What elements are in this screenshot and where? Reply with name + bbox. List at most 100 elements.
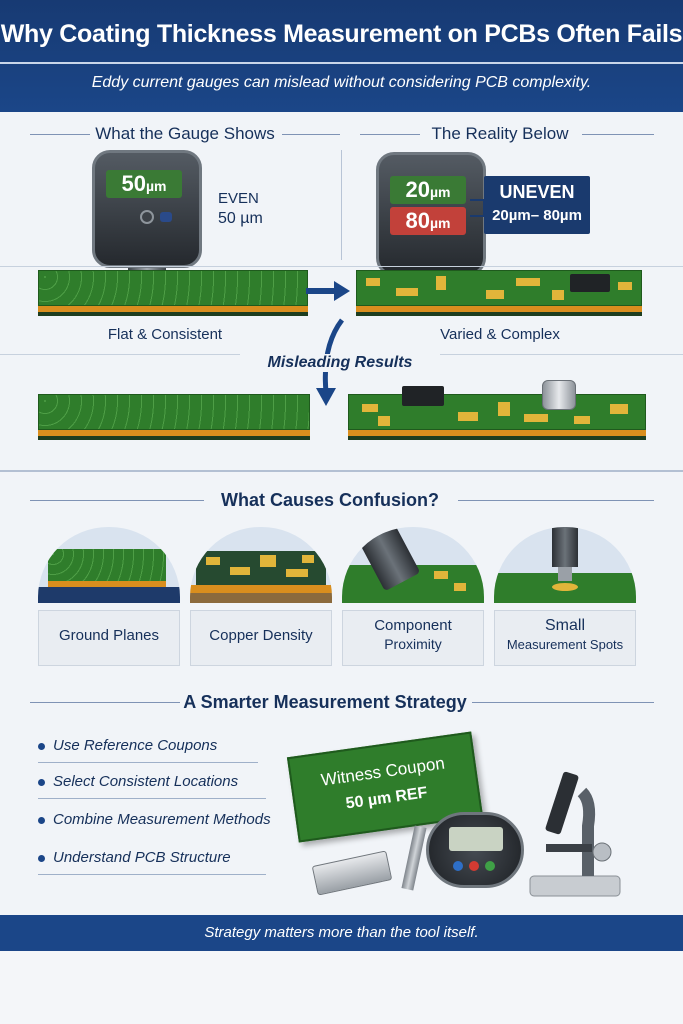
guide-line-top [0, 266, 683, 267]
copper-pad [610, 404, 628, 414]
heading-reality-below: The Reality Below [431, 124, 569, 143]
pcb-flat-board-lower [38, 394, 310, 446]
bullet-text: Understand PCB Structure [53, 849, 231, 866]
pcb-surface [348, 394, 646, 430]
probe-device-icon [311, 850, 393, 896]
caption-misleading: Misleading Results [240, 354, 440, 372]
bullet-divider [38, 798, 266, 799]
heading-what-gauge-shows: What the Gauge Shows [95, 124, 275, 143]
bullet-item: Use Reference Coupons [38, 737, 217, 754]
chip-icon [402, 386, 444, 406]
bullet-dot-icon [38, 778, 45, 786]
gauge-screen: 50µm [106, 170, 182, 201]
copper-pad [516, 278, 540, 286]
pcb-surface [38, 270, 308, 306]
pcb-copper-edge [348, 430, 646, 436]
copper-pad [362, 404, 378, 412]
cause-card-small-spots: Small Measurement Spots [494, 610, 636, 666]
gauge-icon-reality: 20µm 80µm [376, 152, 486, 316]
bullet-item: Combine Measurement Methods [38, 811, 271, 828]
pcb-base [348, 436, 646, 440]
bullet-item: Understand PCB Structure [38, 849, 231, 866]
bullet-dot-icon [38, 742, 45, 750]
label-uneven-line2: 20µm– 80µm [492, 207, 582, 224]
gauge-button [140, 210, 154, 224]
ground-plane-illustration [38, 527, 180, 603]
pcb-surface [38, 394, 310, 430]
copper-pad [436, 276, 446, 290]
rule-causes-b [458, 500, 654, 501]
gauge-button-blue [160, 212, 172, 222]
label-uneven: UNEVEN 20µm– 80µm [484, 176, 590, 234]
caption-flat: Flat & Consistent [107, 326, 223, 343]
label-uneven-line1: UNEVEN [499, 182, 575, 202]
capacitor-icon [542, 380, 576, 410]
rule-left-heading-a [30, 134, 90, 135]
rule-strategy-a [30, 702, 180, 703]
reading-value: 80 [405, 208, 430, 233]
cause-card-ground-planes: Ground Planes [38, 610, 180, 666]
header-divider [0, 62, 683, 64]
gauge-reading-even: 50µm [106, 170, 182, 198]
reading-value: 50 [121, 171, 146, 196]
pcb-copper-edge [38, 306, 308, 312]
copper-pad [378, 416, 390, 426]
arrow-right-icon [306, 281, 350, 301]
bullet-text: Select Consistent Locations [53, 773, 239, 790]
copper-pad [458, 412, 478, 421]
bullet-dot-icon [38, 816, 45, 824]
bullet-dot-icon [38, 854, 45, 862]
vertical-divider [341, 150, 342, 260]
bullet-divider [38, 874, 266, 875]
page-title: Why Coating Thickness Measurement on PCB… [0, 20, 683, 48]
copper-pad [524, 414, 548, 422]
caliper-icon [401, 825, 427, 891]
pcb-flat-board [38, 270, 308, 320]
reading-unit: µm [429, 215, 451, 231]
cause-card-component-proximity: Component Proximity [342, 610, 484, 666]
copper-pad [396, 288, 418, 296]
cause-label: Small [544, 617, 585, 634]
component-proximity-illustration [342, 527, 484, 603]
cause-label: Component [374, 617, 452, 634]
rule-right-heading-a [360, 134, 420, 135]
pcb-complex-board [356, 270, 642, 320]
rule-causes-a [30, 500, 204, 501]
pcb-complex-board-lower [348, 386, 646, 446]
pcb-copper-edge [38, 430, 310, 436]
copper-density-illustration [190, 527, 332, 603]
pcb-base [38, 436, 310, 440]
caption-varied: Varied & Complex [440, 326, 560, 343]
reading-unit: µm [429, 184, 451, 200]
bullet-text: Use Reference Coupons [53, 737, 218, 754]
footer-tagline: Strategy matters more than the tool itse… [204, 924, 479, 941]
heading-strategy: A Smarter Measurement Strategy [183, 692, 467, 712]
arrow-down-icon [316, 318, 345, 406]
page-subtitle: Eddy current gauges can mislead without … [91, 74, 592, 91]
label-even-line1: EVEN [218, 190, 259, 207]
cause-label-line2: Proximity [384, 636, 442, 652]
gauge-reading-high: 80µm [390, 207, 466, 235]
gauge-screen: 20µm 80µm [390, 176, 466, 238]
gauge-reading-low: 20µm [390, 176, 466, 204]
footer-banner: Strategy matters more than the tool itse… [0, 915, 683, 951]
bullet-item: Select Consistent Locations [38, 773, 238, 790]
cause-label-line2: Measurement Spots [506, 637, 624, 652]
heading-causes: What Causes Confusion? [220, 490, 439, 510]
gauge-body [92, 150, 202, 268]
reading-unit: µm [145, 178, 167, 194]
pcb-base [356, 312, 642, 316]
section-divider [0, 470, 683, 472]
pcb-copper-edge [356, 306, 642, 312]
copper-pad [486, 290, 504, 299]
cause-label: Ground Planes [58, 627, 160, 644]
rule-right-heading-b [582, 134, 654, 135]
rule-left-heading-b [282, 134, 340, 135]
chip-icon [570, 274, 610, 292]
header-banner: Why Coating Thickness Measurement on PCB… [0, 0, 683, 112]
handheld-meter-icon [426, 812, 524, 888]
microscope-icon [529, 771, 621, 897]
rule-strategy-b [472, 702, 654, 703]
reading-value: 20 [405, 177, 430, 202]
copper-pad [552, 290, 564, 300]
